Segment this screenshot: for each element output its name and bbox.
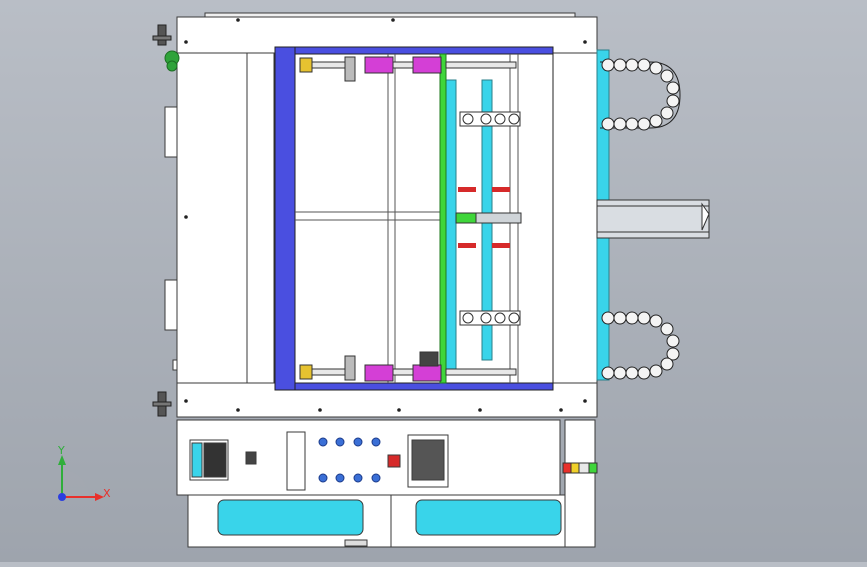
green-slide-bar bbox=[439, 53, 447, 384]
cylinder-row-bottom bbox=[299, 351, 517, 382]
roller-blocks bbox=[459, 111, 521, 326]
left-side-blocks bbox=[164, 106, 178, 371]
center-shaft bbox=[455, 212, 522, 224]
leveling-foot-top bbox=[152, 24, 180, 72]
red-markers bbox=[458, 187, 510, 248]
cable-chain-top bbox=[600, 58, 681, 131]
axis-y-label: Y bbox=[57, 444, 65, 457]
control-panel bbox=[176, 419, 561, 496]
fastener-dots bbox=[184, 18, 587, 412]
axis-x-label: X bbox=[103, 487, 111, 500]
indicator-buttons bbox=[318, 437, 381, 483]
main-cylinder bbox=[596, 199, 710, 239]
leveling-foot-bottom bbox=[152, 391, 172, 417]
cable-chain-bottom bbox=[601, 311, 680, 380]
axis-triad bbox=[58, 455, 104, 501]
signal-lamp bbox=[562, 462, 598, 474]
cylinder-row-top bbox=[299, 56, 517, 82]
lower-cabinet bbox=[187, 419, 596, 548]
